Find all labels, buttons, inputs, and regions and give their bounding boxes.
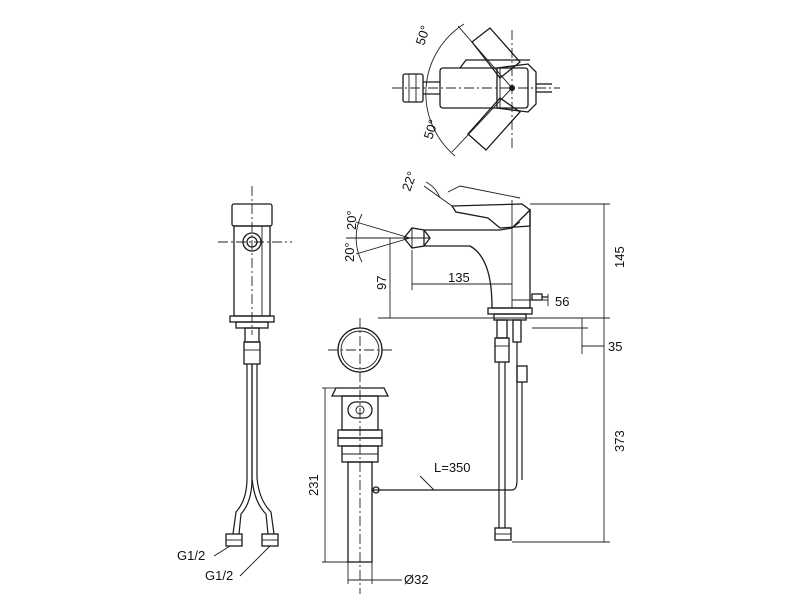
lever-swung-lower xyxy=(467,97,521,151)
angle-extension-upper xyxy=(457,25,513,89)
side-shank-right xyxy=(512,319,522,343)
front-view: G1/2 G1/2 xyxy=(177,186,292,583)
rod-clamp xyxy=(516,365,528,383)
side-base-washer xyxy=(493,313,527,321)
handle-swing-arc xyxy=(425,23,465,157)
body-outline xyxy=(439,67,529,109)
hose-right-inner xyxy=(251,364,269,535)
side-base-plate xyxy=(487,307,533,315)
hose-left-inner xyxy=(238,364,253,535)
side-shank-left xyxy=(496,319,508,339)
lever-swung-upper xyxy=(471,27,521,79)
waste-tail-pipe xyxy=(347,461,373,563)
dim-35-label: 35 xyxy=(608,339,622,354)
dim-231-label: 231 xyxy=(306,474,321,496)
fixing-shank xyxy=(243,341,261,365)
thread-leader-left xyxy=(213,545,231,557)
lever-rest xyxy=(496,63,537,113)
dim-56-label: 56 xyxy=(555,294,569,309)
pull-rod-pivot xyxy=(372,486,380,494)
body-side-outline xyxy=(423,208,531,309)
body-top-bevel xyxy=(459,59,530,69)
angle-22-extension xyxy=(423,185,453,207)
pop-up-knob xyxy=(531,293,543,301)
top-view: 50° 50° xyxy=(392,23,560,157)
dim-373-label: 373 xyxy=(612,430,627,452)
spray-head-outline xyxy=(402,73,424,103)
hose-left-outer xyxy=(232,364,248,535)
angle-22-label: 22° xyxy=(399,169,420,193)
handle-side-outline xyxy=(450,203,531,229)
spray-outlet-inner xyxy=(246,236,258,248)
side-rod-line xyxy=(511,342,518,491)
handle-raised-position xyxy=(447,185,521,199)
thread-label-left: G1/2 xyxy=(177,548,205,563)
waste-slot-pin xyxy=(355,405,365,415)
dim-135-label: 135 xyxy=(448,270,470,285)
spray-angle-line-lower xyxy=(355,237,411,255)
hose-length-leader xyxy=(419,475,435,491)
spray-angle-upper-label: 20° xyxy=(344,210,359,230)
hose-length-label: L=350 xyxy=(434,460,471,475)
angle-label-upper: 50° xyxy=(413,24,433,47)
angle-extension-lower xyxy=(451,87,513,153)
dim-diameter-label: Ø32 xyxy=(404,572,429,587)
lever-pivot xyxy=(509,85,515,91)
waste-slot xyxy=(347,401,373,419)
waste-flange xyxy=(330,387,390,397)
angle-22-arc xyxy=(425,181,441,199)
spray-angle-arc xyxy=(355,213,363,263)
spray-outlet-outer xyxy=(242,232,262,252)
dim-145-label: 145 xyxy=(612,246,627,268)
angle-label-lower: 50° xyxy=(421,118,441,141)
side-fixing-nut xyxy=(494,337,510,363)
spray-angle-line-upper xyxy=(355,221,411,239)
hose-right-outer xyxy=(256,364,275,535)
dim-97-label: 97 xyxy=(374,276,389,290)
thread-leader-right xyxy=(239,545,271,577)
thread-label-right: G1/2 xyxy=(205,568,233,583)
spray-angle-lower-label: 20° xyxy=(342,242,357,262)
side-view: 22° 20° 20° 97 135 56 145 35 xyxy=(342,169,627,543)
body-side-edge xyxy=(511,221,521,229)
waste-assembly: L=350 231 Ø32 xyxy=(306,318,512,594)
